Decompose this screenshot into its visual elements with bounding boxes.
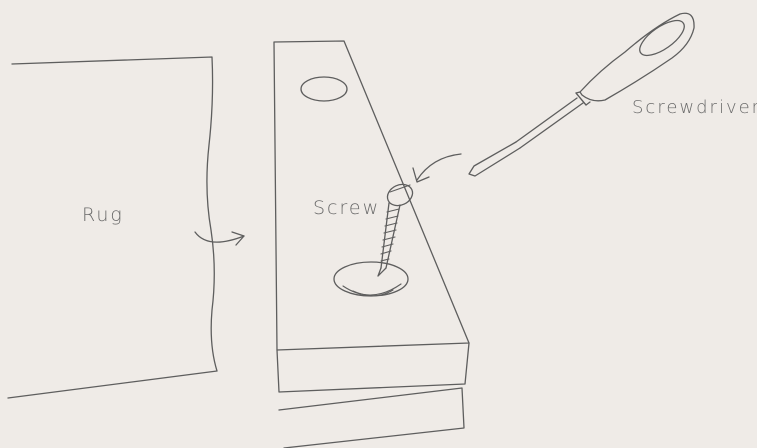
screwdriver-label: Screwdriver — [632, 97, 757, 118]
screw-icon — [377, 183, 414, 277]
screw-label: Screw — [313, 197, 381, 219]
board-lower-piece — [278, 387, 465, 448]
rug-shape — [7, 56, 218, 399]
rug-label: Rug — [82, 204, 124, 226]
board-hole-top — [300, 76, 348, 102]
screw-hole — [333, 261, 409, 297]
board-shape — [273, 40, 470, 393]
screwdriver-icon — [468, 12, 695, 177]
screwdriver-arrow-icon — [412, 153, 462, 183]
rug-arrow-icon — [194, 231, 245, 246]
